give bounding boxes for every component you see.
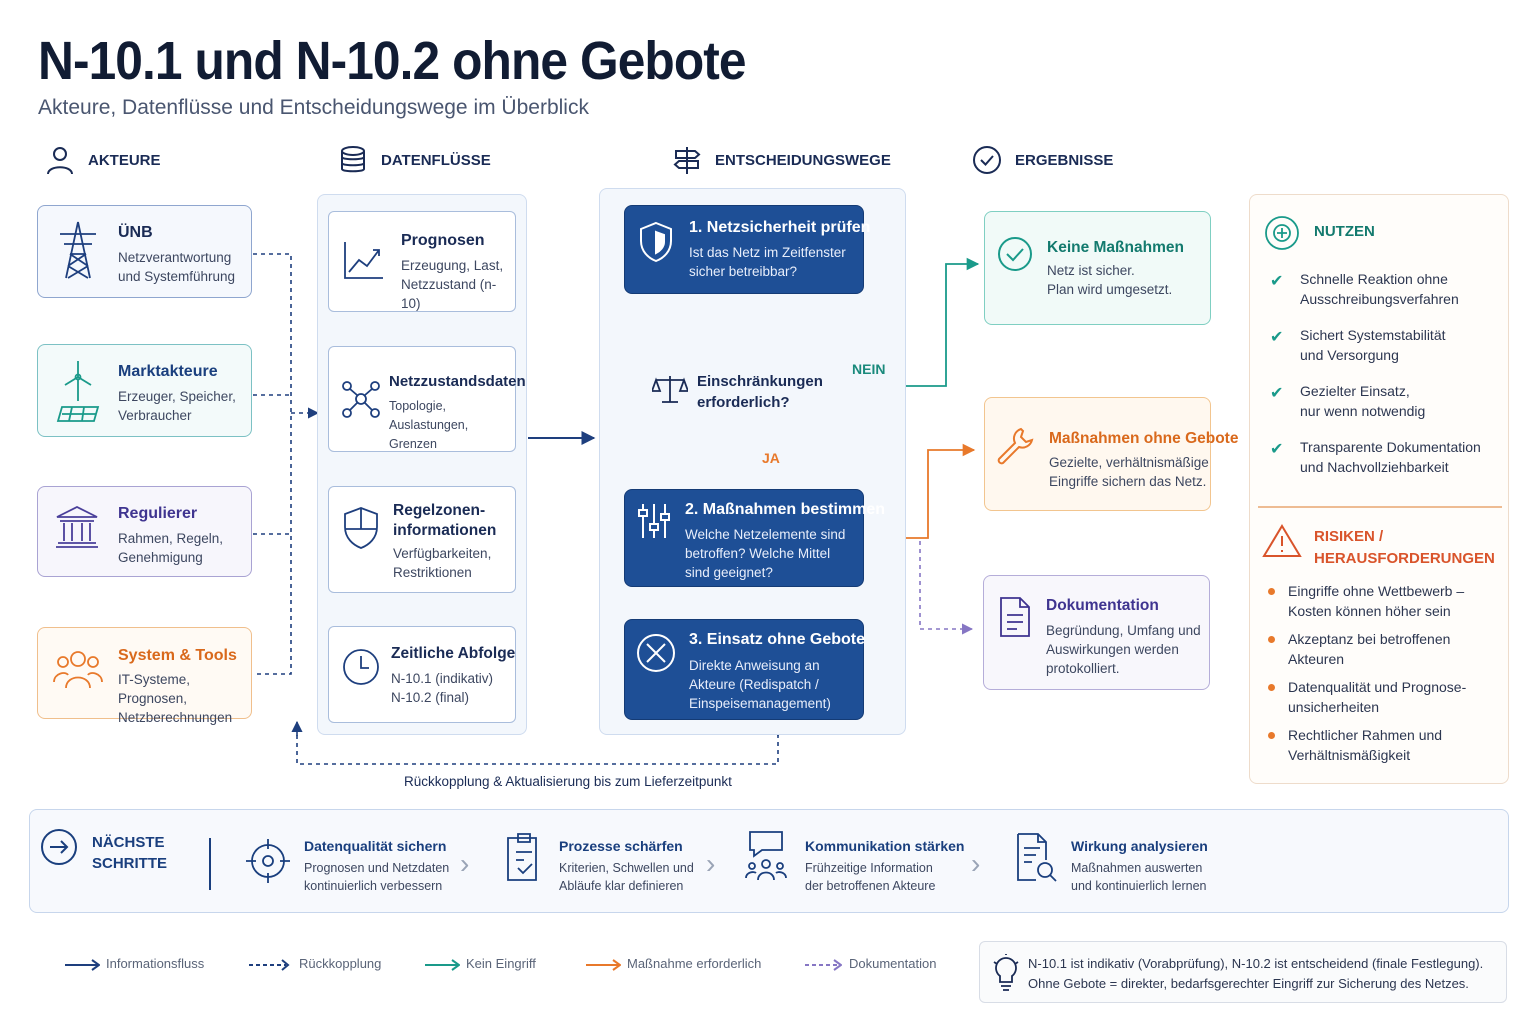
feedback-label: Rückkopplung & Aktualisierung bis zum Li… xyxy=(404,774,732,789)
shield-check-icon xyxy=(640,221,672,263)
shield-icon xyxy=(344,507,378,549)
actor-card-regulierer: Regulierer Rahmen, Regeln, Genehmigung xyxy=(37,486,252,577)
nutzen-item: Gezielter Einsatz, nur wenn notwendig xyxy=(1300,383,1426,419)
legend-line-rueckkopplung xyxy=(249,959,290,971)
result-massnahmen-ohne-gebote: Maßnahmen ohne Gebote Gezielte, verhältn… xyxy=(984,397,1238,511)
result-dokumentation: Dokumentation Begründung, Umfang und Aus… xyxy=(983,575,1210,690)
step-1-netzsicherheit: 1. Netzsicherheit prüfen Ist das Netz im… xyxy=(624,205,870,294)
bullet-icon xyxy=(1268,588,1275,595)
sliders-icon xyxy=(638,504,670,538)
plus-circle-icon xyxy=(1265,216,1299,250)
data-card-regelzonen: Regelzonen- informationen Verfügbarkeite… xyxy=(328,486,516,593)
chevron-right-icon: › xyxy=(460,848,470,879)
legend-informationsfluss: Informationsfluss xyxy=(106,956,205,971)
risiko-item: Datenqualität und Prognose- unsicherheit… xyxy=(1288,679,1467,715)
ja-label: JA xyxy=(762,450,780,466)
data-card-zeitliche-abfolge: Zeitliche Abfolge N-10.1 (indikativ) N-1… xyxy=(328,626,516,723)
target-icon xyxy=(246,839,290,883)
column-header-akteure: AKTEURE xyxy=(44,144,161,176)
bullet-icon xyxy=(1268,732,1275,739)
checkmark-icon: ✔ xyxy=(1270,329,1284,346)
next-steps-title: NÄCHSTE SCHRITTE xyxy=(92,834,167,872)
result-keine-massnahmen: Keine Maßnahmen Netz ist sicher. Plan wi… xyxy=(984,211,1211,325)
next-steps-bar: NÄCHSTE SCHRITTE Datenqualität sichern P… xyxy=(29,809,1509,913)
legend-line-informationsfluss xyxy=(65,959,100,971)
wind-solar-icon xyxy=(56,361,100,422)
legend-kein-eingriff: Kein Eingriff xyxy=(466,956,536,971)
nutzen-item: Sichert Systemstabilität und Versorgung xyxy=(1300,327,1446,363)
clipboard-check-icon xyxy=(507,833,537,881)
nutzen-item: Schnelle Reaktion ohne Ausschreibungsver… xyxy=(1300,271,1459,307)
decision-panel: 1. Netzsicherheit prüfen Ist das Netz im… xyxy=(599,188,906,735)
power-tower-icon xyxy=(60,221,96,279)
communication-icon xyxy=(745,831,787,881)
legend-line-kein-eingriff xyxy=(425,959,460,971)
institution-icon xyxy=(56,505,98,548)
checkmark-icon: ✔ xyxy=(1270,385,1284,402)
column-header-ergebnisse: ERGEBNISSE xyxy=(971,144,1113,176)
data-card-netzzustandsdaten: Netzzustandsdaten Topologie, Auslastunge… xyxy=(328,346,526,452)
prohibited-icon xyxy=(637,634,675,672)
database-icon xyxy=(341,146,365,173)
step-2-massnahmen: 2. Maßnahmen bestimmen Welche Netzelemen… xyxy=(624,489,885,587)
section-divider xyxy=(1258,506,1502,508)
step-3-einsatz: 3. Einsatz ohne Gebote Direkte Anweisung… xyxy=(624,619,865,720)
risiko-item: Eingriffe ohne Wettbewerb – Kosten könne… xyxy=(1288,583,1465,619)
divider xyxy=(209,838,211,890)
risiko-item: Rechtlicher Rahmen und Verhältnismäßigke… xyxy=(1288,727,1443,763)
data-card-prognosen: Prognosen Erzeugung, Last, Netzzustand (… xyxy=(328,211,516,312)
people-icon xyxy=(53,651,103,689)
scales-icon xyxy=(652,376,688,403)
lightbulb-icon xyxy=(993,954,1019,991)
actor-card-uenb: ÜNB Netzverantwortung und Systemführung xyxy=(37,205,252,298)
check-circle-icon xyxy=(973,146,1001,174)
page-title: N-10.1 und N-10.2 ohne Gebote xyxy=(38,31,747,91)
chevron-right-icon: › xyxy=(971,848,981,879)
bullet-icon xyxy=(1268,684,1275,691)
actor-card-system-tools: System & Tools IT-Systeme, Prognosen, Ne… xyxy=(37,627,252,725)
document-icon xyxy=(1000,597,1030,637)
network-icon xyxy=(342,381,380,418)
column-header-datenfluesse: DATENFLÜSSE xyxy=(337,144,491,176)
chart-line-icon xyxy=(344,242,383,279)
wrench-icon xyxy=(997,427,1034,465)
page-subtitle: Akteure, Datenflüsse und Entscheidungswe… xyxy=(38,96,589,119)
checkmark-icon: ✔ xyxy=(1270,273,1284,290)
legend-rueckkopplung: Rückkopplung xyxy=(299,956,382,971)
risiko-item: Akzeptanz bei betroffenen Akteuren xyxy=(1288,631,1451,667)
legend-massnahme-erforderlich: Maßnahme erforderlich xyxy=(627,956,762,971)
nein-label: NEIN xyxy=(852,361,886,377)
chevron-right-icon: › xyxy=(706,848,716,879)
data-panel: Prognosen Erzeugung, Last, Netzzustand (… xyxy=(317,194,527,735)
arrow-circle-icon xyxy=(41,829,77,865)
legend-line-massnahme xyxy=(586,959,621,971)
document-search-icon xyxy=(1017,833,1057,882)
checkmark-icon: ✔ xyxy=(1270,441,1284,458)
person-icon xyxy=(47,147,73,175)
column-header-entscheidungswege: ENTSCHEIDUNGSWEGE xyxy=(671,144,891,176)
actor-card-marktakteure: Marktakteure Erzeuger, Speicher, Verbrau… xyxy=(37,344,252,437)
check-circle-icon xyxy=(998,237,1032,271)
benefits-risks-panel: NUTZEN ✔ Schnelle Reaktion ohne Ausschre… xyxy=(1249,194,1509,784)
warning-icon xyxy=(1262,524,1302,557)
legend-dokumentation: Dokumentation xyxy=(849,956,937,971)
info-note: N-10.1 ist indikativ (Vorabprüfung), N-1… xyxy=(979,941,1507,1003)
bullet-icon xyxy=(1268,636,1275,643)
decision-label: Einschränkungen erforderlich? xyxy=(697,373,823,411)
clock-icon xyxy=(343,649,379,685)
nutzen-item: Transparente Dokumentation und Nachvollz… xyxy=(1300,439,1481,475)
legend-line-dokumentation xyxy=(805,959,842,971)
signpost-icon xyxy=(673,147,701,174)
